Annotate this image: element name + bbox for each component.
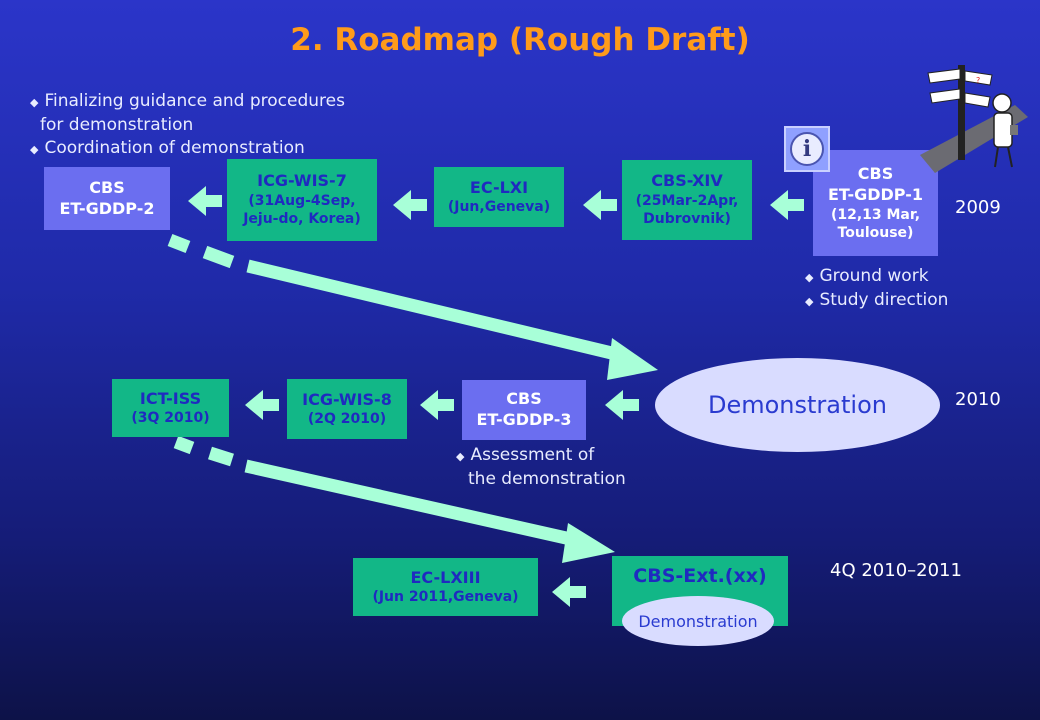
arrow-left: [245, 390, 279, 420]
diagonal-arrow-2: [173, 435, 577, 547]
arrow-left: [583, 190, 617, 220]
box-cbs-et-gddp-1: CBS ET-GDDP-1 (12,13 Mar, Toulouse): [813, 150, 938, 256]
demonstration-ellipse: Demonstration: [655, 358, 940, 452]
note-assessment: ◆Assessment of the demonstration: [456, 445, 626, 489]
bullet-icon: ◆: [456, 450, 465, 463]
note-ground-work: ◆Ground work ◆Study direction: [805, 266, 949, 310]
year-2010: 2010: [955, 389, 1001, 410]
arrow-left: [393, 190, 427, 220]
diagonal-arrow-1-head: [607, 338, 658, 380]
arrow-left: [188, 186, 222, 216]
svg-text:?: ?: [976, 76, 980, 85]
arrow-left: [605, 390, 639, 420]
box-icg-wis-7: ICG-WIS-7 (31Aug-4Sep, Jeju-do, Korea): [227, 159, 377, 241]
demonstration-small-ellipse: Demonstration: [622, 596, 774, 646]
arrow-left: [770, 190, 804, 220]
bullet-icon: ◆: [30, 143, 39, 156]
bullet-icon: ◆: [805, 295, 814, 308]
note-finalizing: ◆Finalizing guidance and procedures for …: [30, 91, 345, 158]
box-icg-wis-8: ICG-WIS-8 (2Q 2010): [287, 379, 407, 439]
year-2011: 4Q 2010–2011: [830, 560, 962, 581]
arrow-left: [552, 577, 586, 607]
year-2009: 2009: [955, 197, 1001, 218]
page-title: 2. Roadmap (Rough Draft): [290, 22, 750, 58]
box-cbs-xiv: CBS-XIV (25Mar-2Apr, Dubrovnik): [622, 160, 752, 240]
box-cbs-et-gddp-3: CBS ET-GDDP-3: [462, 380, 586, 440]
box-ec-lxi: EC-LXI (Jun,Geneva): [434, 167, 564, 227]
arrow-left: [420, 390, 454, 420]
bullet-icon: ◆: [30, 96, 39, 109]
box-ict-iss: ICT-ISS (3Q 2010): [112, 379, 229, 437]
signpost-figure-icon: ?: [920, 65, 1028, 173]
bullet-icon: ◆: [805, 271, 814, 284]
info-icon: i: [784, 126, 830, 172]
box-cbs-et-gddp-2: CBS ET-GDDP-2: [44, 167, 170, 230]
box-ec-lxiii: EC-LXIII (Jun 2011,Geneva): [353, 558, 538, 616]
diagonal-arrow-1: [167, 233, 622, 362]
diagonal-arrow-2-head: [562, 523, 615, 563]
